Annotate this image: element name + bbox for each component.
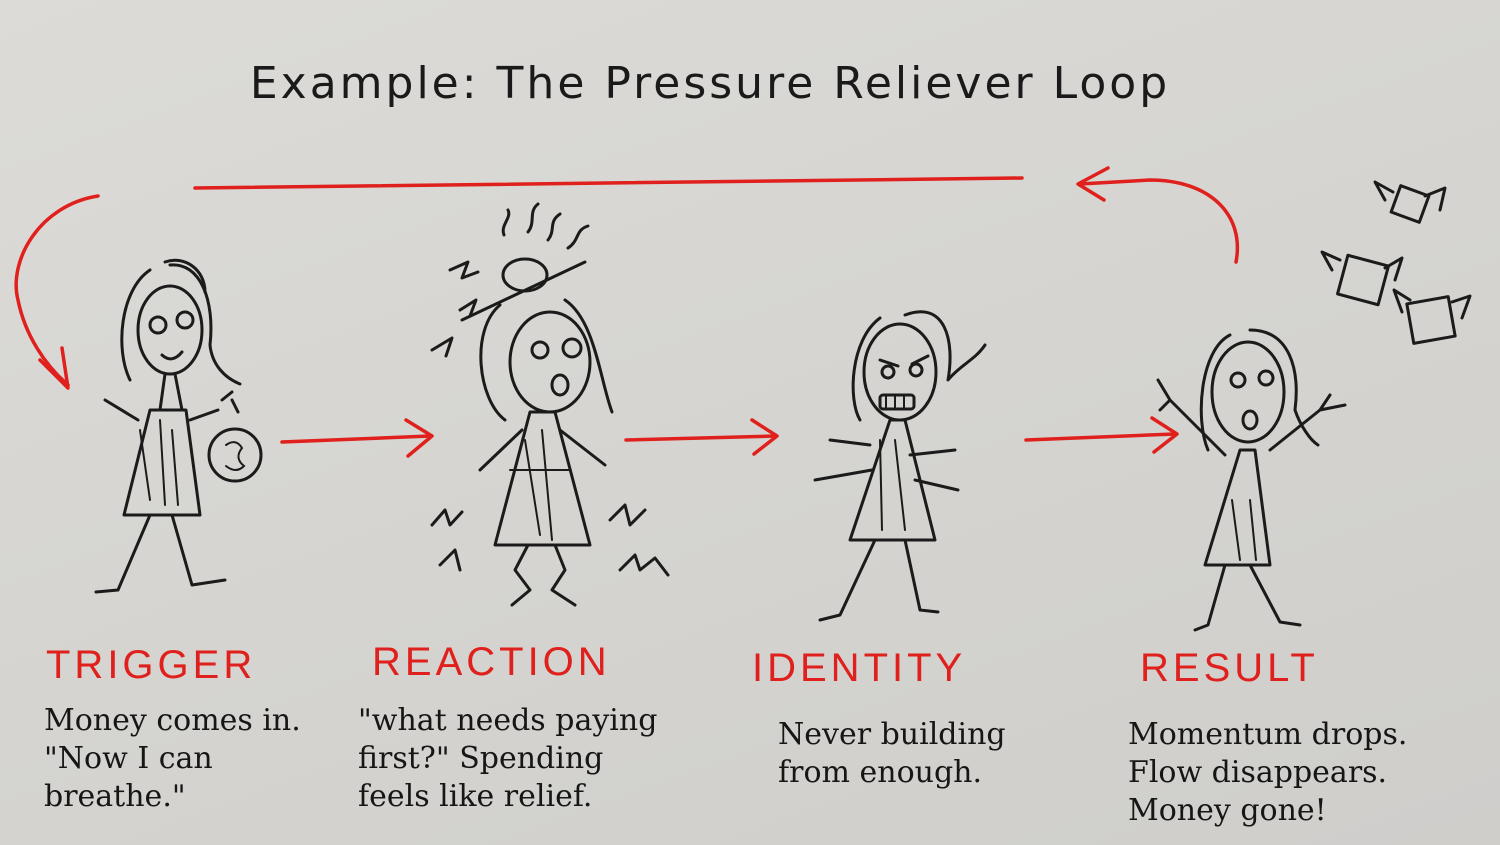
woman-with-money-bag-icon — [96, 260, 261, 592]
stage-label-identity: IDENTITY — [752, 646, 966, 691]
stage-description-result: Momentum drops. Flow disappears. Money g… — [1128, 716, 1407, 830]
stage-label-result: RESULT — [1140, 646, 1319, 691]
stage-description-trigger: Money comes in. "Now I can breathe." — [44, 702, 301, 816]
arrow-trigger-to-reaction — [282, 420, 432, 456]
stage-description-reaction: "what needs paying first?" Spending feel… — [358, 702, 657, 816]
flying-money-icon — [1322, 182, 1470, 343]
stage-label-trigger: TRIGGER — [46, 643, 256, 688]
arrow-reaction-to-identity — [626, 420, 777, 454]
stressed-woman-icon — [432, 204, 668, 605]
frustrated-woman-icon — [815, 312, 985, 620]
arrow-identity-to-result — [1026, 418, 1177, 452]
stage-description-identity: Never building from enough. — [778, 716, 1006, 792]
stage-label-reaction: REACTION — [372, 640, 611, 685]
shocked-woman-flying-money-icon — [1158, 182, 1470, 630]
